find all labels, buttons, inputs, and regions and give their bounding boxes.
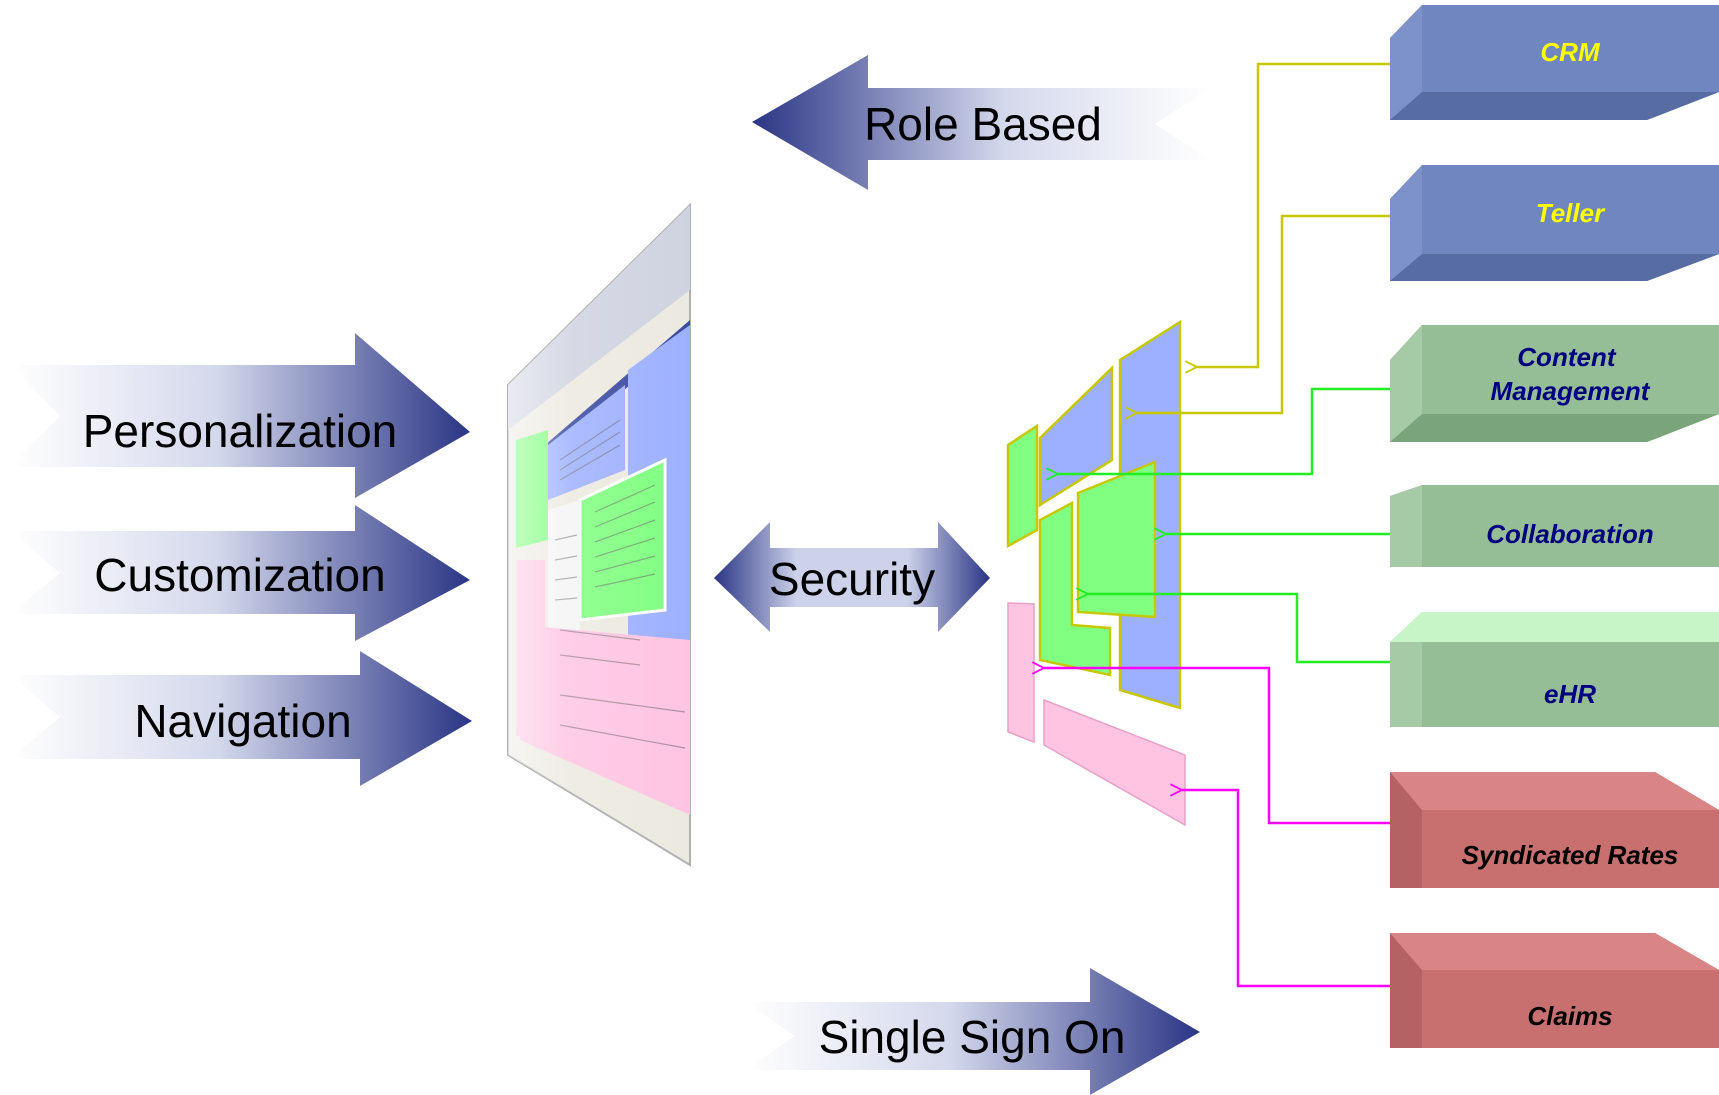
box-label-collaboration: Collaboration (1486, 519, 1654, 549)
customization-label: Customization (94, 549, 385, 601)
box-top-syndicated-rates (1390, 772, 1719, 810)
connector-ehr (1088, 594, 1402, 664)
box-label-teller: Teller (1536, 198, 1606, 228)
navigation-arrow-shape (10, 651, 472, 786)
panel-pink-bottom (1043, 698, 1186, 827)
box-top-ehr (1390, 612, 1719, 642)
box-bottom-crm (1390, 92, 1719, 120)
portal-layout-panels (1006, 319, 1186, 827)
box-side-syndicated-rates (1390, 772, 1422, 888)
box-side-collaboration (1390, 485, 1422, 567)
system-box-teller: Teller (1390, 165, 1719, 281)
panel-green-left (1006, 423, 1039, 549)
panel-green-right (1076, 460, 1157, 619)
system-box-ehr: eHR (1390, 612, 1719, 727)
box-side-teller (1390, 165, 1422, 281)
box-label-content-management-line2: Management (1491, 376, 1651, 406)
connector-syndicated-rates (1044, 668, 1402, 825)
personalization-label: Personalization (83, 405, 398, 457)
left-arrow-personalization: Personalization (10, 333, 470, 498)
box-side-crm (1390, 5, 1422, 120)
box-bottom-teller (1390, 254, 1719, 281)
box-bottom-content-management (1390, 414, 1719, 442)
security-arrow: Security (714, 522, 990, 632)
customization-arrow-shape (10, 505, 470, 641)
box-side-ehr (1390, 642, 1422, 727)
system-boxes: CRM Teller Content Management Collaborat… (1390, 5, 1719, 1048)
single-sign-on-arrow: Single Sign On (745, 968, 1200, 1095)
system-box-content-management: Content Management (1390, 325, 1719, 442)
panel-pink-left (1007, 602, 1035, 744)
box-side-claims (1390, 933, 1422, 1048)
navigation-label: Navigation (134, 695, 351, 747)
box-face-content-management (1390, 325, 1719, 442)
left-arrow-customization: Customization (10, 505, 470, 641)
box-face-crm (1390, 5, 1719, 120)
system-box-crm: CRM (1390, 5, 1719, 120)
panel-green-mid (1038, 500, 1112, 677)
system-box-collaboration: Collaboration (1390, 485, 1719, 567)
box-label-ehr: eHR (1544, 679, 1596, 709)
screenshot-fade-overlay (508, 205, 690, 865)
security-label: Security (769, 553, 935, 605)
role-based-arrow: Role Based (752, 55, 1210, 190)
box-label-claims: Claims (1527, 1001, 1612, 1031)
single-sign-on-label: Single Sign On (819, 1011, 1126, 1063)
role-based-label: Role Based (864, 98, 1102, 150)
connector-crm (1197, 62, 1402, 367)
personalization-arrow-shape (10, 333, 470, 498)
box-label-syndicated-rates: Syndicated Rates (1462, 840, 1679, 870)
portal-screenshot (507, 202, 691, 867)
connector-content-management (1058, 387, 1402, 474)
box-label-content-management-line1: Content (1517, 342, 1617, 372)
box-side-content-management (1390, 325, 1422, 442)
role-based-arrow-shape (752, 55, 1210, 190)
box-face-collaboration (1390, 485, 1719, 567)
box-label-crm: CRM (1540, 37, 1601, 67)
connector-teller (1137, 214, 1402, 413)
box-label-content-management: Content Management (1491, 342, 1651, 406)
box-face-teller (1390, 165, 1719, 281)
left-arrow-navigation: Navigation (10, 651, 472, 786)
security-arrow-shape (714, 522, 990, 632)
box-top-claims (1390, 933, 1719, 970)
system-box-syndicated-rates: Syndicated Rates (1390, 772, 1719, 888)
system-box-claims: Claims (1390, 933, 1719, 1048)
single-sign-on-arrow-shape (745, 968, 1200, 1095)
connector-claims (1182, 790, 1402, 988)
